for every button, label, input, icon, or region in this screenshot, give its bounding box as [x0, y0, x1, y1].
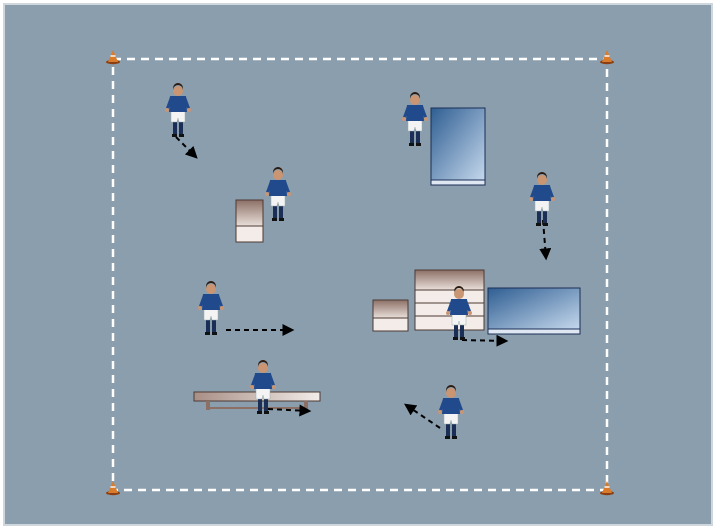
vaulting-box [415, 270, 484, 330]
vaulting-box [373, 300, 408, 331]
crash-mat [488, 288, 580, 334]
vaulting-box [236, 200, 263, 242]
crash-mat [431, 108, 485, 185]
playing-field [4, 4, 712, 525]
